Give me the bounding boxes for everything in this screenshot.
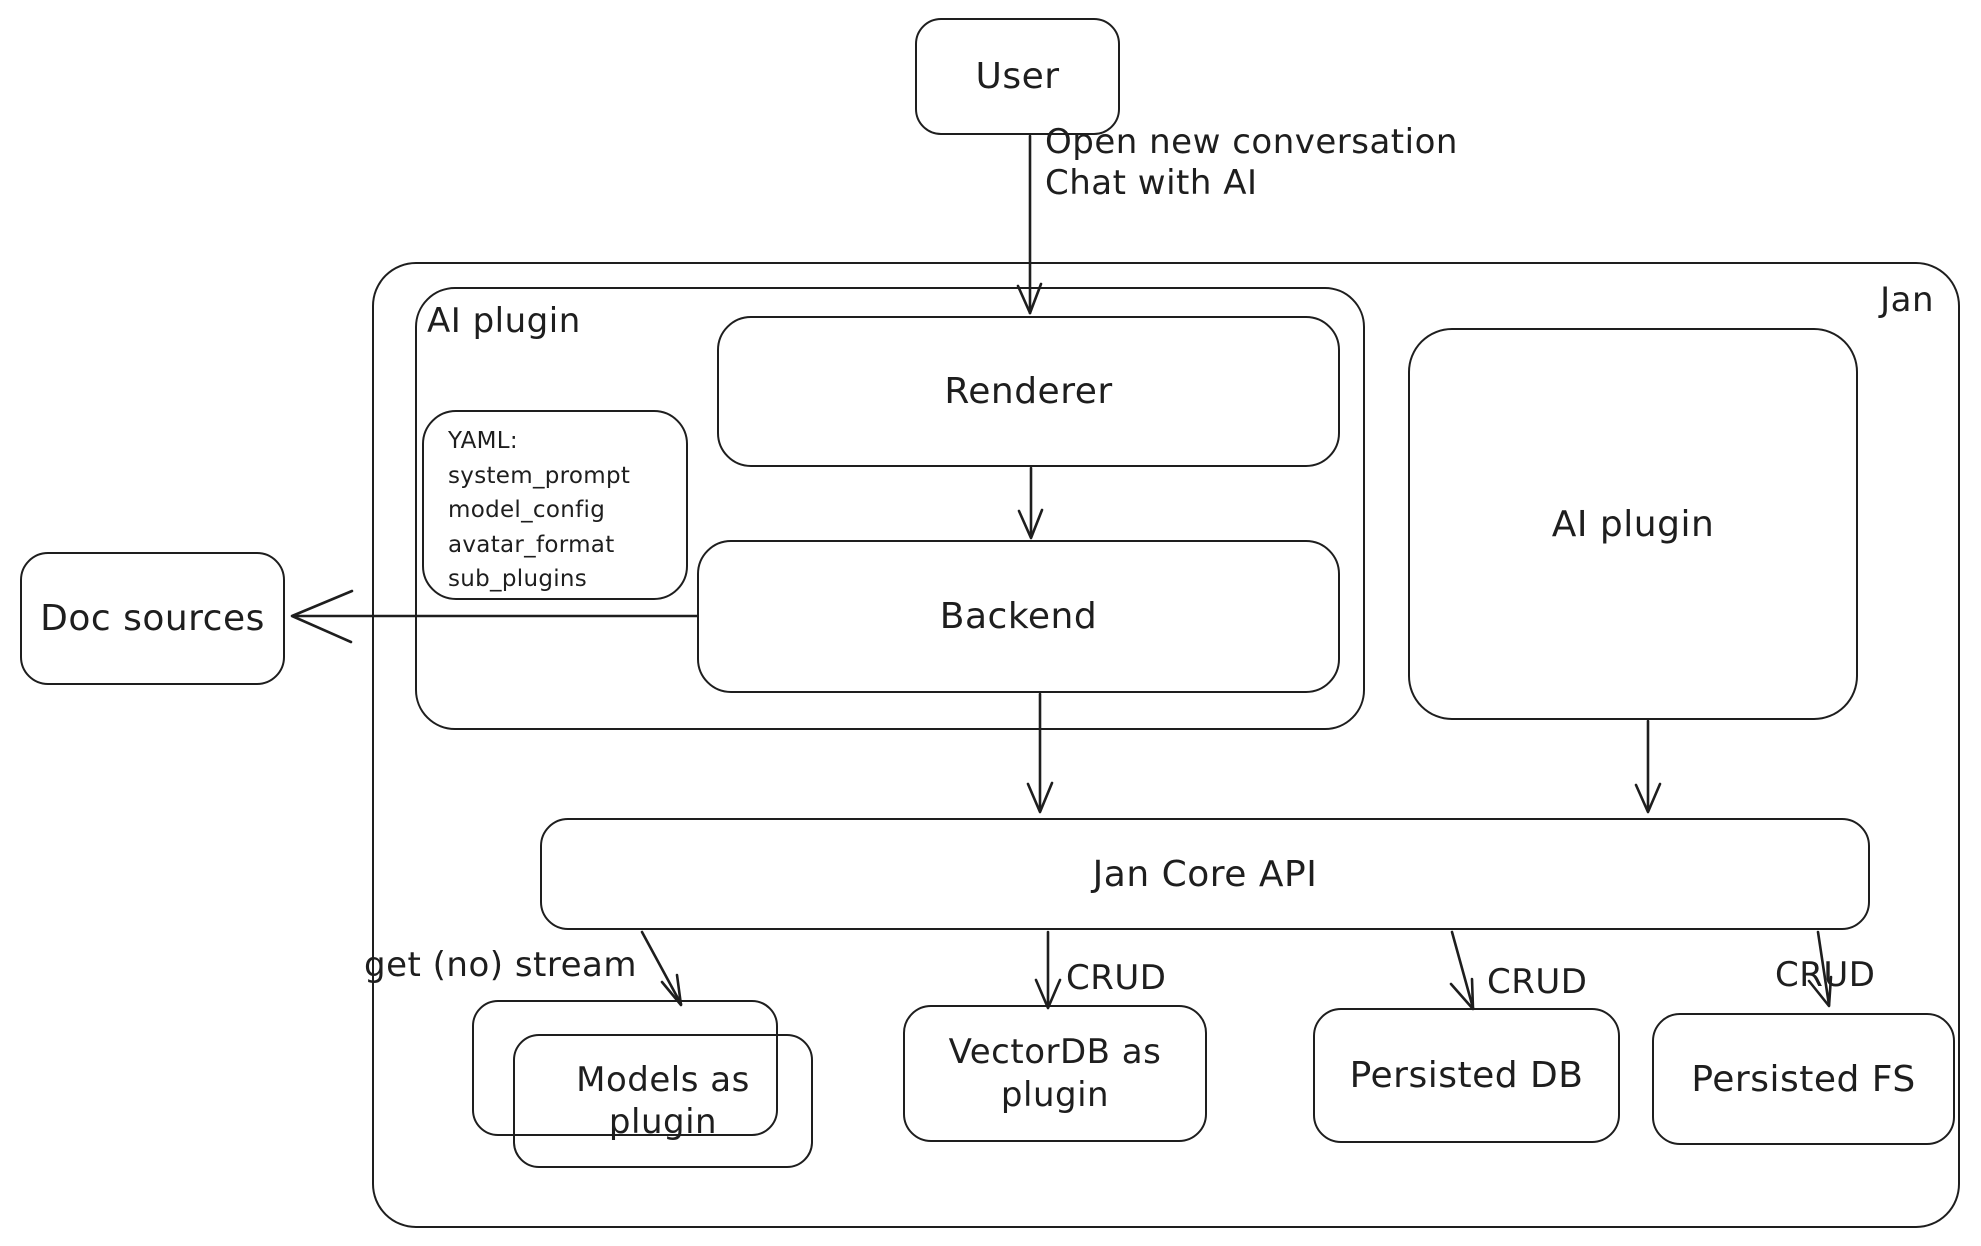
edge-label-crud-persisted-db: CRUD (1487, 962, 1588, 1002)
node-persisted-db-label: Persisted DB (1349, 1055, 1584, 1096)
note-yaml: YAML: system_prompt model_config avatar_… (422, 410, 688, 600)
note-yaml-line-3: model_config (448, 497, 606, 523)
note-yaml-line-2: system_prompt (448, 462, 631, 489)
edge-label-line-1: Open new conversation (1045, 122, 1458, 162)
node-models-as-plugin: Models as plugin (513, 1034, 813, 1168)
node-models-as-plugin-label: Models as plugin (576, 1059, 750, 1144)
node-vectordb-as-plugin-line-1: VectorDB as (948, 1032, 1162, 1072)
node-persisted-db: Persisted DB (1313, 1008, 1620, 1143)
node-vectordb-as-plugin: VectorDB as plugin (903, 1005, 1207, 1142)
node-renderer: Renderer (717, 316, 1340, 467)
node-models-as-plugin-line-2: plugin (608, 1102, 718, 1142)
container-jan: Jan (372, 262, 1960, 1228)
node-user-label: User (975, 56, 1060, 97)
note-yaml-text: YAML: system_prompt model_config avatar_… (448, 424, 630, 597)
note-yaml-line-4: avatar_format (448, 531, 615, 558)
node-persisted-fs: Persisted FS (1652, 1013, 1955, 1145)
node-backend: Backend (697, 540, 1340, 693)
note-yaml-line-5: sub_plugins (448, 566, 588, 592)
node-vectordb-as-plugin-label: VectorDB as plugin (949, 1031, 1162, 1116)
node-models-as-plugin-back (472, 1000, 778, 1136)
node-ai-plugin-right: AI plugin (1408, 328, 1858, 720)
node-vectordb-as-plugin-line-2: plugin (1000, 1074, 1110, 1115)
node-user: User (915, 18, 1120, 135)
node-persisted-fs-label: Persisted FS (1691, 1058, 1916, 1100)
container-ai-plugin-left-label: AI plugin (427, 301, 581, 341)
edge-label-user-to-renderer: Open new conversation Chat with AI (1045, 122, 1458, 205)
node-jan-core-api: Jan Core API (540, 818, 1870, 930)
node-backend-label: Backend (939, 596, 1098, 637)
node-models-as-plugin-line-1: Models as (576, 1059, 750, 1100)
node-renderer-label: Renderer (944, 371, 1113, 412)
note-yaml-line-1: YAML: (448, 428, 518, 454)
edge-label-line-2: Chat with AI (1045, 163, 1258, 204)
container-ai-plugin-left: AI plugin (415, 287, 1365, 730)
node-ai-plugin-right-label: AI plugin (1551, 503, 1715, 545)
edge-label-get-no-stream: get (no) stream (364, 945, 637, 985)
node-doc-sources: Doc sources (20, 552, 285, 685)
container-jan-label: Jan (1880, 280, 1934, 320)
node-jan-core-api-label: Jan Core API (1092, 853, 1318, 895)
node-doc-sources-label: Doc sources (40, 598, 265, 639)
edge-label-crud-vectordb: CRUD (1066, 958, 1167, 998)
edge-label-crud-persisted-fs: CRUD (1775, 955, 1876, 995)
